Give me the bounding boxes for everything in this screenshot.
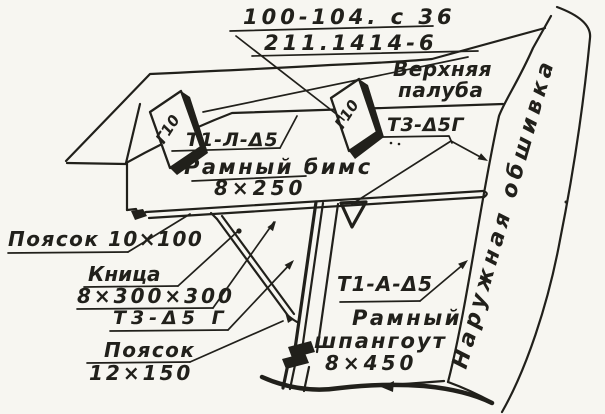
doc-ref-numerator: 100-104. с 36: [243, 5, 456, 29]
knee-underline: [83, 285, 179, 288]
frame-web-right-line: [315, 202, 340, 354]
arrowhead: [458, 260, 468, 270]
frame-break-flange-upper: [288, 341, 315, 358]
beam-label-underline: [191, 175, 307, 182]
flange-bottom-name-label: Поясок: [104, 338, 196, 362]
doc-ref-denominator: 211.1414-6: [264, 31, 438, 55]
deck-thickness-edge: [124, 102, 142, 165]
frame-flange-edge: [293, 200, 318, 351]
torn-bottom-edge: [259, 374, 495, 406]
bracket-left-edge: [170, 91, 208, 175]
flange-top-leader: [127, 213, 191, 253]
knee-size-leader: [212, 221, 275, 309]
bracket-right-edge: [349, 79, 384, 159]
ink-speck: [564, 200, 568, 204]
knee-name-label: Кница: [88, 262, 161, 286]
weld-t3-knee-underline: [109, 329, 229, 332]
knee-size-underline: [76, 307, 214, 310]
weld-t1-beam-label: Т1-Л-Δ5: [186, 129, 279, 151]
frame-name-label-line1: Рамный: [352, 306, 462, 330]
weld-t1a-underline: [339, 300, 421, 303]
flange-top-label: Поясок 10×100: [8, 227, 203, 251]
flange-bottom-size-label: 12×150: [89, 361, 193, 385]
shell-outer-edge: [500, 5, 592, 414]
weld-t1l-leader: [279, 115, 298, 149]
torn-edge-arrow-flick: [381, 381, 394, 392]
arrowhead: [477, 153, 488, 161]
frame-name-label-line2: шпангоут: [314, 329, 447, 353]
weld-t1l-underline: [171, 147, 281, 152]
weld-t3-shell-label: Т3-Δ5Г: [387, 114, 464, 136]
ink-dot: [397, 142, 401, 146]
weld-t1-frame-label: Т1-А-Δ5: [337, 272, 433, 296]
deck-bottom-left-edge: [65, 161, 128, 166]
weld-t3-shell-leader-arrowed: [450, 140, 485, 160]
weld-t3-shell-leader-left: [351, 140, 452, 205]
knee-size-label: 8×300×300: [77, 284, 235, 308]
beam-name-label: Рамный бимс: [184, 155, 373, 179]
beam-flange-end-cap: [481, 189, 488, 199]
beam-size-label: 8×250: [214, 176, 306, 200]
weld-t1a-leader: [419, 262, 466, 302]
doc-ref-rule-top: [229, 25, 434, 32]
doc-ref-leader-right-bracket: [235, 35, 345, 121]
doc-ref-rule-bottom: [251, 50, 479, 57]
knee-flange-line-outer: [215, 217, 291, 319]
knee-leader: [177, 231, 238, 287]
weld-t3-knee-label: Т3-Δ5 Г: [113, 307, 229, 329]
frame-size-label: 8×450: [325, 351, 417, 375]
flange-bottom-leader: [189, 320, 284, 363]
beam-flange-left-end: [131, 209, 147, 220]
knee-flange-bottom-fill: [285, 312, 294, 323]
arrowhead: [284, 260, 294, 270]
knee-leader-dot: [236, 228, 242, 234]
doc-ref-leader-left-bracket: [202, 56, 469, 113]
flange-top-underline: [7, 251, 129, 254]
deck-top-edge: [64, 26, 547, 163]
shell-inner-edge: [446, 14, 553, 384]
weld-t3-shell-underline: [382, 135, 453, 144]
knee-flange-top-hook: [209, 211, 219, 221]
frame-web-left-line: [300, 201, 325, 352]
arrowhead: [267, 221, 276, 232]
upper-deck-label-line1: Верхняя: [393, 57, 492, 81]
ink-dot: [389, 141, 393, 145]
flange-bottom-underline: [86, 361, 191, 364]
weld-t3-knee-leader: [227, 261, 293, 331]
knee-flange-line-inner: [220, 214, 296, 316]
upper-deck-label-line2: палуба: [398, 78, 483, 102]
